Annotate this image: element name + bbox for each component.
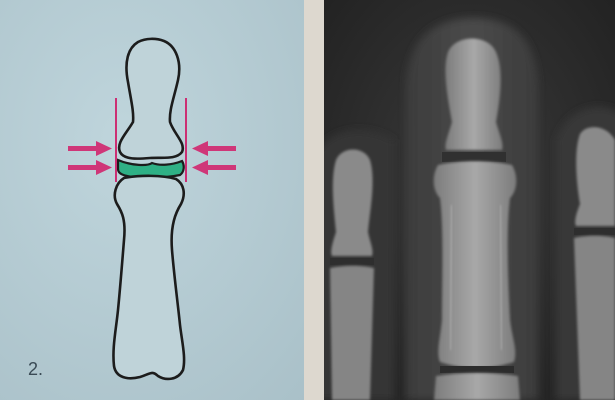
lower-phalanx-bone xyxy=(113,176,184,379)
xray-svg xyxy=(324,0,615,400)
center-lower-joint-space xyxy=(440,366,514,373)
right-phalanx-lower xyxy=(574,236,615,400)
figure-number: 2. xyxy=(28,360,43,378)
panel-divider xyxy=(304,0,324,400)
illustration-svg xyxy=(0,0,304,400)
center-joint-space xyxy=(442,152,506,162)
right-phalanx-upper xyxy=(575,127,615,226)
left-joint-space xyxy=(330,258,374,265)
center-middle-phalanx xyxy=(434,161,517,368)
finger-xray-image xyxy=(324,0,615,400)
left-phalanx-upper xyxy=(331,150,372,257)
finger-joint-illustration: 2. xyxy=(0,0,304,400)
center-proximal-phalanx xyxy=(434,373,520,400)
left-phalanx-lower xyxy=(330,266,374,400)
right-joint-space xyxy=(574,228,615,235)
center-distal-phalanx xyxy=(445,39,502,151)
